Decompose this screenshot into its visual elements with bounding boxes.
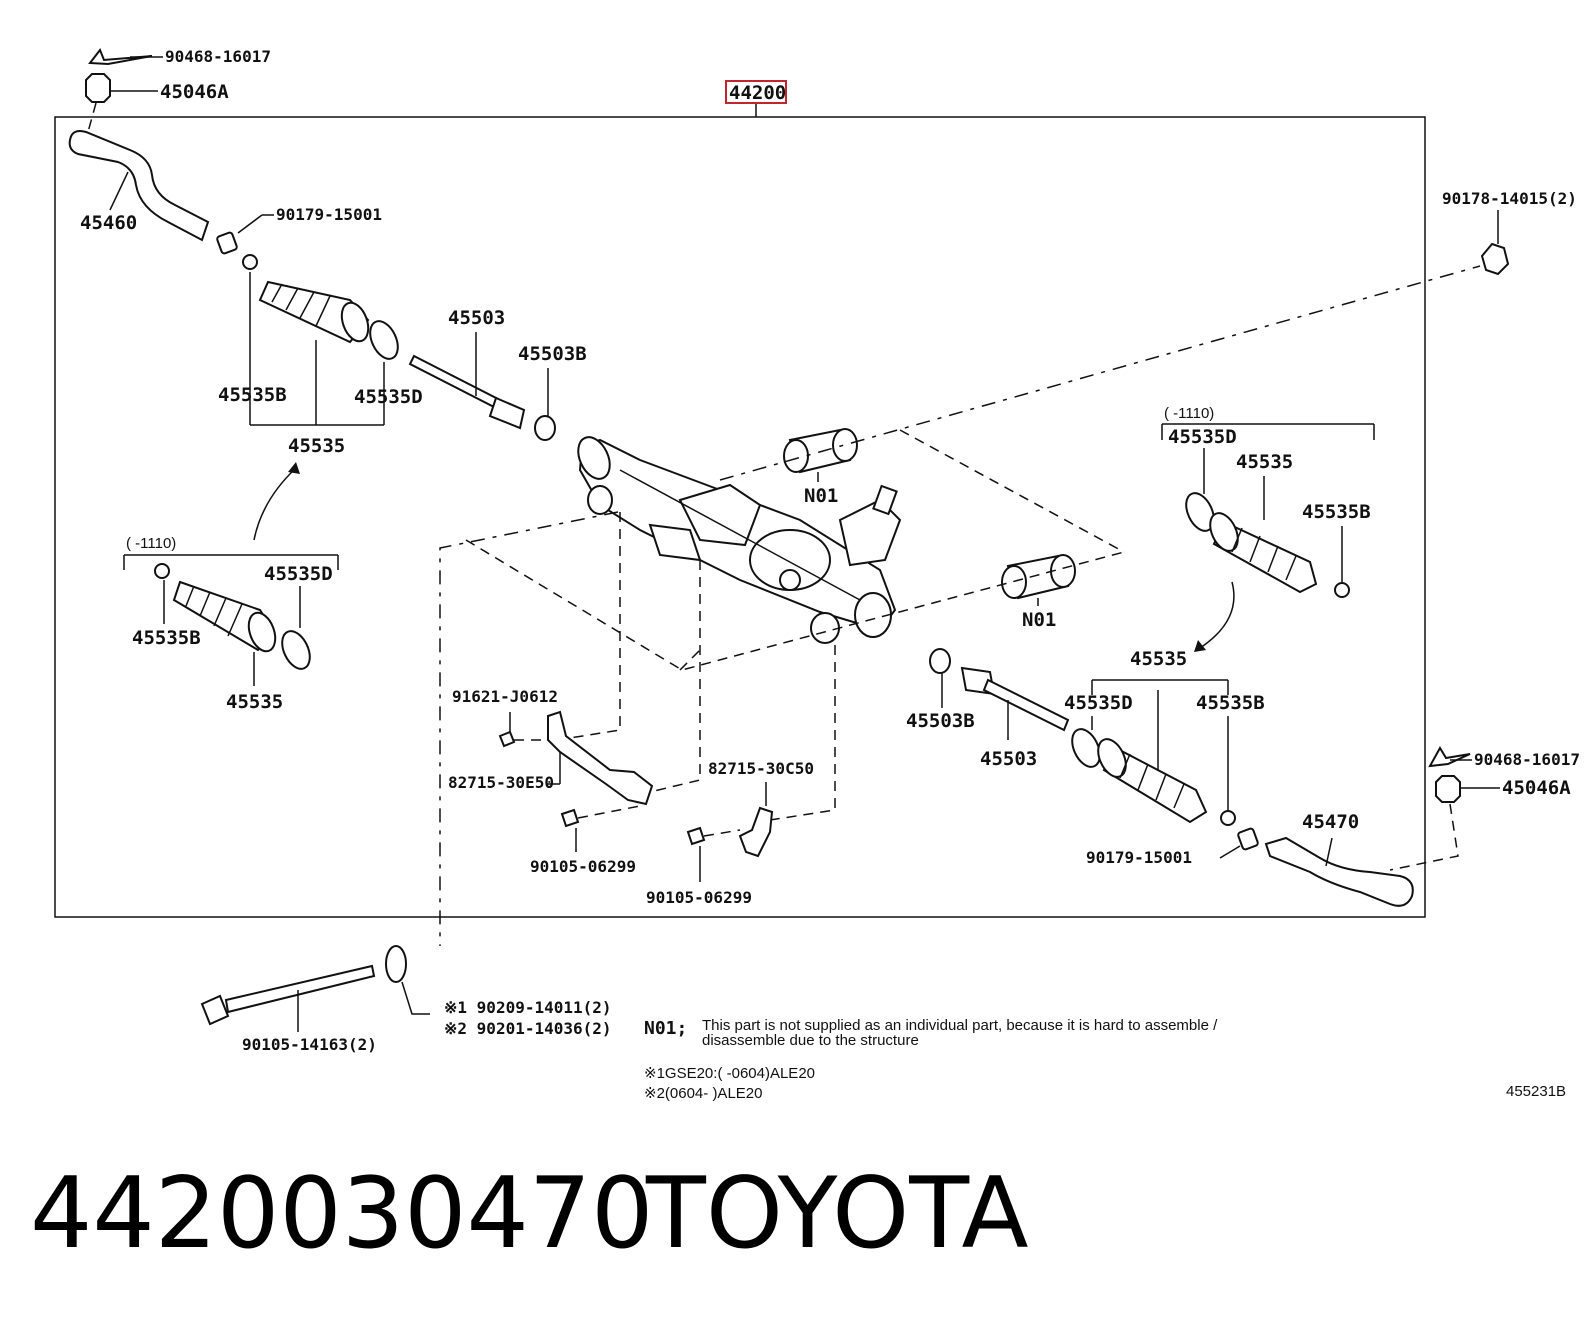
- label-45535-rt[interactable]: 45535: [1236, 451, 1293, 473]
- bolt-90105-a-icon: [560, 808, 580, 828]
- steering-rack-housing-icon: [577, 436, 902, 644]
- small-clamp-rt-icon: [1334, 582, 1350, 598]
- washer-large-icon: [385, 945, 407, 983]
- tie-rod-end-right-icon: [1264, 836, 1414, 907]
- label-45046A-r[interactable]: 45046A: [1502, 777, 1571, 799]
- label-45503B-top[interactable]: 45503B: [518, 343, 587, 365]
- label-90105-06299-a[interactable]: 90105-06299: [530, 857, 636, 876]
- band-clamp-top-left-icon: [369, 320, 399, 360]
- footnote-1: ※1GSE20:( -0604)ALE20: [644, 1065, 815, 1082]
- assembly-number-highlight: [725, 80, 787, 104]
- label-45503-top[interactable]: 45503: [448, 307, 505, 329]
- small-clamp-icon: [242, 254, 258, 270]
- label-90468-16017-tl[interactable]: 90468-16017: [165, 47, 271, 66]
- label-range-left: ( -1110): [126, 535, 176, 552]
- bolt-91621-icon: [498, 730, 516, 748]
- footnote-2: ※2(0604- )ALE20: [644, 1085, 762, 1102]
- note-n01-code: N01;: [644, 1018, 687, 1039]
- label-45535B-tl[interactable]: 45535B: [218, 384, 287, 406]
- bolt-90105-b-icon: [686, 826, 706, 846]
- label-90468-16017-r[interactable]: 90468-16017: [1474, 750, 1580, 769]
- label-45470[interactable]: 45470: [1302, 811, 1359, 833]
- arrow-right-icon: [1199, 581, 1235, 649]
- cotter-pin-right-icon: [1428, 746, 1471, 768]
- label-90179-15001-r[interactable]: 90179-15001: [1086, 848, 1192, 867]
- label-45503B-bot[interactable]: 45503B: [906, 710, 975, 732]
- mount-bushing-a-icon: [783, 428, 858, 474]
- jam-nut-right-icon: [1237, 827, 1259, 851]
- label-45535D-ll[interactable]: 45535D: [264, 563, 333, 585]
- label-45535-ll[interactable]: 45535: [226, 691, 283, 713]
- label-82715-30E50[interactable]: 82715-30E50: [448, 773, 554, 792]
- rack-boot-right-bottom-icon: [1097, 738, 1208, 824]
- castle-nut-right-icon: [1435, 775, 1461, 803]
- band-clamp-rb-icon: [1071, 728, 1101, 768]
- label-90179-15001-tl[interactable]: 90179-15001: [276, 205, 382, 224]
- label-range-right: ( -1110): [1164, 405, 1214, 422]
- label-90105-06299-b[interactable]: 90105-06299: [646, 888, 752, 907]
- label-N01-a[interactable]: N01: [804, 485, 838, 507]
- nut-90178-icon: [1480, 242, 1510, 276]
- label-90178-14015[interactable]: 90178-14015(2): [1442, 189, 1577, 208]
- rack-boot-top-left-icon: [258, 280, 370, 344]
- label-ref1[interactable]: ※1 90209-14011(2): [444, 998, 612, 1017]
- rack-boot-lower-left-icon: [172, 580, 277, 653]
- label-N01-b[interactable]: N01: [1022, 609, 1056, 631]
- band-clamp-rt-icon: [1185, 492, 1215, 532]
- long-bolt-90105-14163-icon: [200, 964, 376, 1026]
- cotter-pin-icon: [88, 47, 153, 66]
- mount-bushing-b-icon: [1001, 554, 1076, 600]
- label-45535D-tl[interactable]: 45535D: [354, 386, 423, 408]
- label-90105-14163[interactable]: 90105-14163(2): [242, 1035, 377, 1054]
- band-clamp-ll-icon: [281, 630, 311, 670]
- diagram-id: 455231B: [1506, 1083, 1566, 1100]
- label-45535D-rb[interactable]: 45535D: [1064, 692, 1133, 714]
- label-45535B-rb[interactable]: 45535B: [1196, 692, 1265, 714]
- castle-nut-icon: [85, 73, 111, 103]
- assembly-number[interactable]: 44200: [729, 82, 786, 104]
- small-clamp-rb-icon: [1220, 810, 1236, 826]
- inner-tie-rod-top-icon: [408, 354, 526, 430]
- label-82715-30C50[interactable]: 82715-30C50: [708, 759, 814, 778]
- jam-nut-left-icon: [216, 231, 238, 255]
- caption-brand: TOYOTA: [645, 1157, 1029, 1271]
- label-45535D-rt[interactable]: 45535D: [1168, 426, 1237, 448]
- note-n01-line2: disassemble due to the structure: [702, 1032, 919, 1049]
- washer-bottom-icon: [929, 648, 951, 674]
- label-45460[interactable]: 45460: [80, 212, 137, 234]
- tie-rod-end-left-icon: [68, 130, 210, 242]
- bracket-82715-30E50-icon: [547, 710, 654, 806]
- label-45535B-rt[interactable]: 45535B: [1302, 501, 1371, 523]
- washer-top-icon: [534, 415, 556, 441]
- caption-part-number: 4420030470: [30, 1157, 654, 1271]
- label-45503-bot[interactable]: 45503: [980, 748, 1037, 770]
- label-ref2[interactable]: ※2 90201-14036(2): [444, 1019, 612, 1038]
- label-91621-J0612[interactable]: 91621-J0612: [452, 687, 558, 706]
- arrow-left-icon: [253, 467, 297, 541]
- label-45535B-ll[interactable]: 45535B: [132, 627, 201, 649]
- label-45535-tl[interactable]: 45535: [288, 435, 345, 457]
- bracket-82715-30C50-icon: [738, 806, 774, 858]
- assembly-frame: [54, 116, 1426, 918]
- inner-tie-rod-bottom-icon: [960, 666, 1070, 732]
- note-n01-line1: This part is not supplied as an individu…: [702, 1017, 1218, 1034]
- label-45535-rb[interactable]: 45535: [1130, 648, 1187, 670]
- small-clamp-ll-icon: [154, 563, 170, 579]
- rack-boot-right-top-icon: [1209, 512, 1318, 594]
- label-45046A-tl[interactable]: 45046A: [160, 81, 229, 103]
